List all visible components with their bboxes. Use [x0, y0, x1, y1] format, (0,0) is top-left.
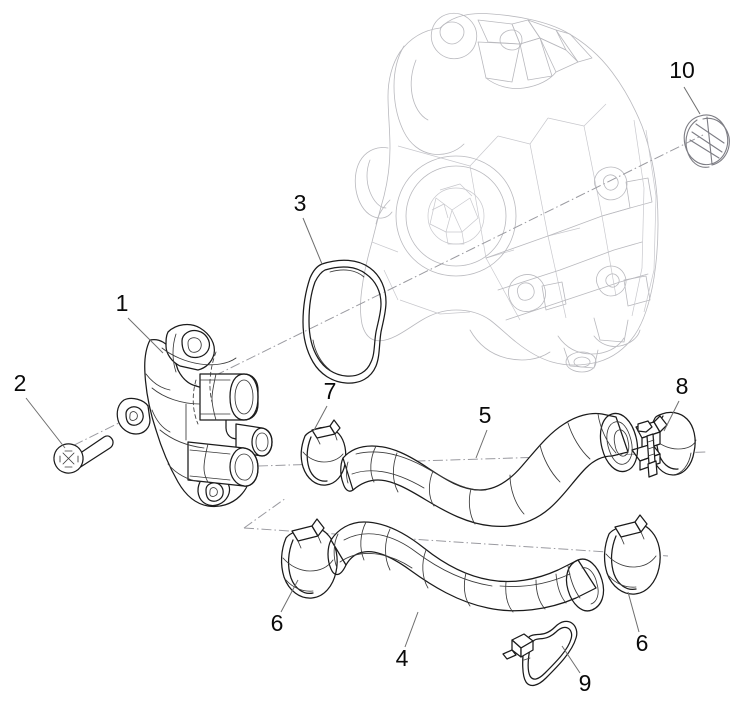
leader-9	[561, 645, 581, 674]
part-screw-type-hose-clamp	[631, 411, 697, 478]
callout-label-2: 2	[14, 370, 27, 396]
leader-4	[404, 611, 419, 648]
callout-label-9: 9	[579, 670, 592, 696]
callout-label-10: 10	[669, 57, 695, 83]
leader-6a	[280, 579, 299, 613]
part-spring-band-clamp-pump	[300, 419, 347, 486]
callout-label-5: 5	[479, 402, 492, 428]
callout-label-6b: 6	[636, 630, 649, 656]
callout-label-7: 7	[324, 378, 337, 404]
part-spring-band-clamp-right	[603, 514, 661, 595]
leader-7	[312, 405, 328, 433]
leader-10	[683, 86, 701, 115]
leader-2	[25, 397, 66, 449]
leader-3	[302, 217, 323, 265]
part-water-pump-housing	[116, 323, 273, 508]
part-upper-coolant-hose	[340, 412, 639, 527]
leader-6b	[627, 591, 640, 633]
part-coil-spring-washer	[683, 114, 730, 168]
part-wire-retaining-clip	[502, 620, 578, 687]
part-pump-cover-gasket	[302, 259, 387, 384]
callout-label-6a: 6	[271, 610, 284, 636]
leader-5	[475, 429, 488, 459]
part-mounting-screw	[53, 435, 114, 474]
leader-8	[663, 400, 680, 432]
callout-label-4: 4	[396, 645, 409, 671]
callout-label-1: 1	[116, 290, 129, 316]
callout-label-3: 3	[294, 190, 307, 216]
engine-crankcase-cover	[354, 12, 659, 373]
leader-1	[127, 317, 164, 354]
callout-label-8: 8	[676, 373, 689, 399]
lower-clamp-drop-axis	[243, 497, 287, 529]
part-lower-coolant-hose	[327, 521, 605, 613]
part-spring-band-clamp-left	[280, 518, 338, 599]
callout-layer: 1 2 3 4 5 6 6 7 8 9 10	[14, 57, 701, 696]
